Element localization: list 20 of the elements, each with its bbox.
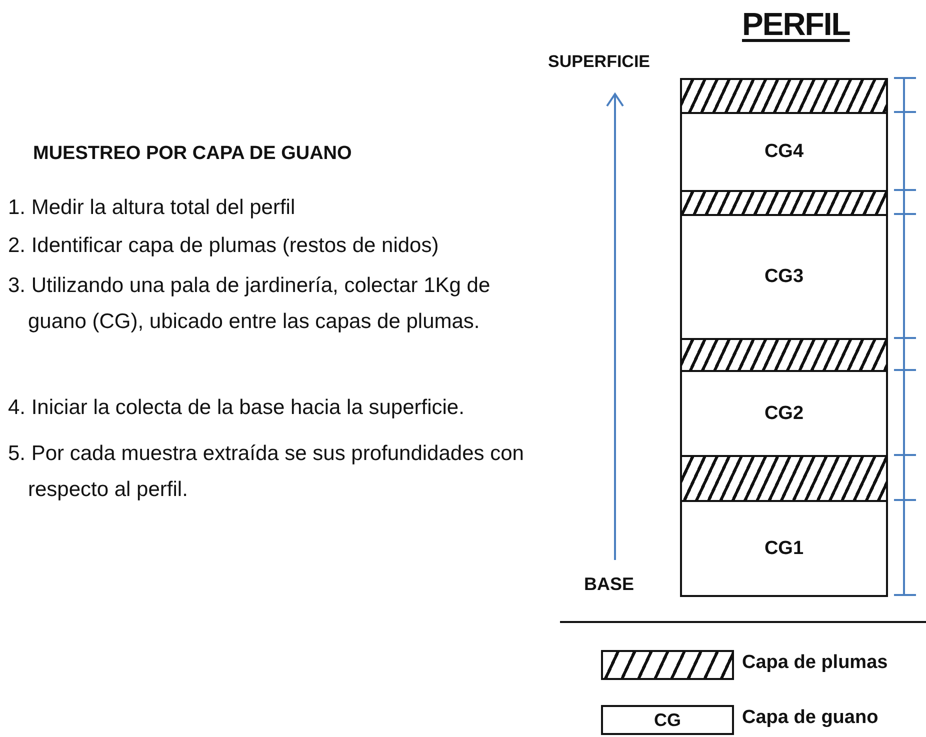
instruction-text: 2. Identificar capa de plumas (restos de nidos) [8, 233, 440, 259]
legend-sample: CG [601, 705, 734, 735]
title: PERFIL [742, 6, 850, 43]
legend-text: Capa de guano [742, 707, 878, 729]
guano-layer: CG1 [680, 500, 888, 597]
legend-text: Capa de plumas [742, 652, 888, 674]
axis-label: SUPERFICIE [548, 51, 652, 73]
guano-layer: CG3 [680, 214, 888, 340]
guano-layer: CG4 [680, 112, 888, 192]
feather-layer [680, 190, 888, 216]
instruction-text: 1. Medir la altura total del perfil [8, 195, 296, 221]
guano-layer: CG2 [680, 370, 888, 457]
heading: MUESTREO POR CAPA DE GUANO [33, 142, 353, 166]
instruction-text: 4. Iniciar la colecta de la base hacia la superficie. [8, 395, 466, 421]
axis-label: BASE [584, 573, 636, 596]
instruction-text: 5. Por cada muestra extraída se sus profundidades con respecto al perfil. [8, 441, 525, 503]
feather-layer [680, 78, 888, 114]
feather-layer [680, 455, 888, 502]
instruction-text: 3. Utilizando una pala de jardinería, colectar 1Kg de guano (CG), ubicado entre las capas de plumas. [8, 273, 492, 335]
feather-layer [680, 338, 888, 372]
